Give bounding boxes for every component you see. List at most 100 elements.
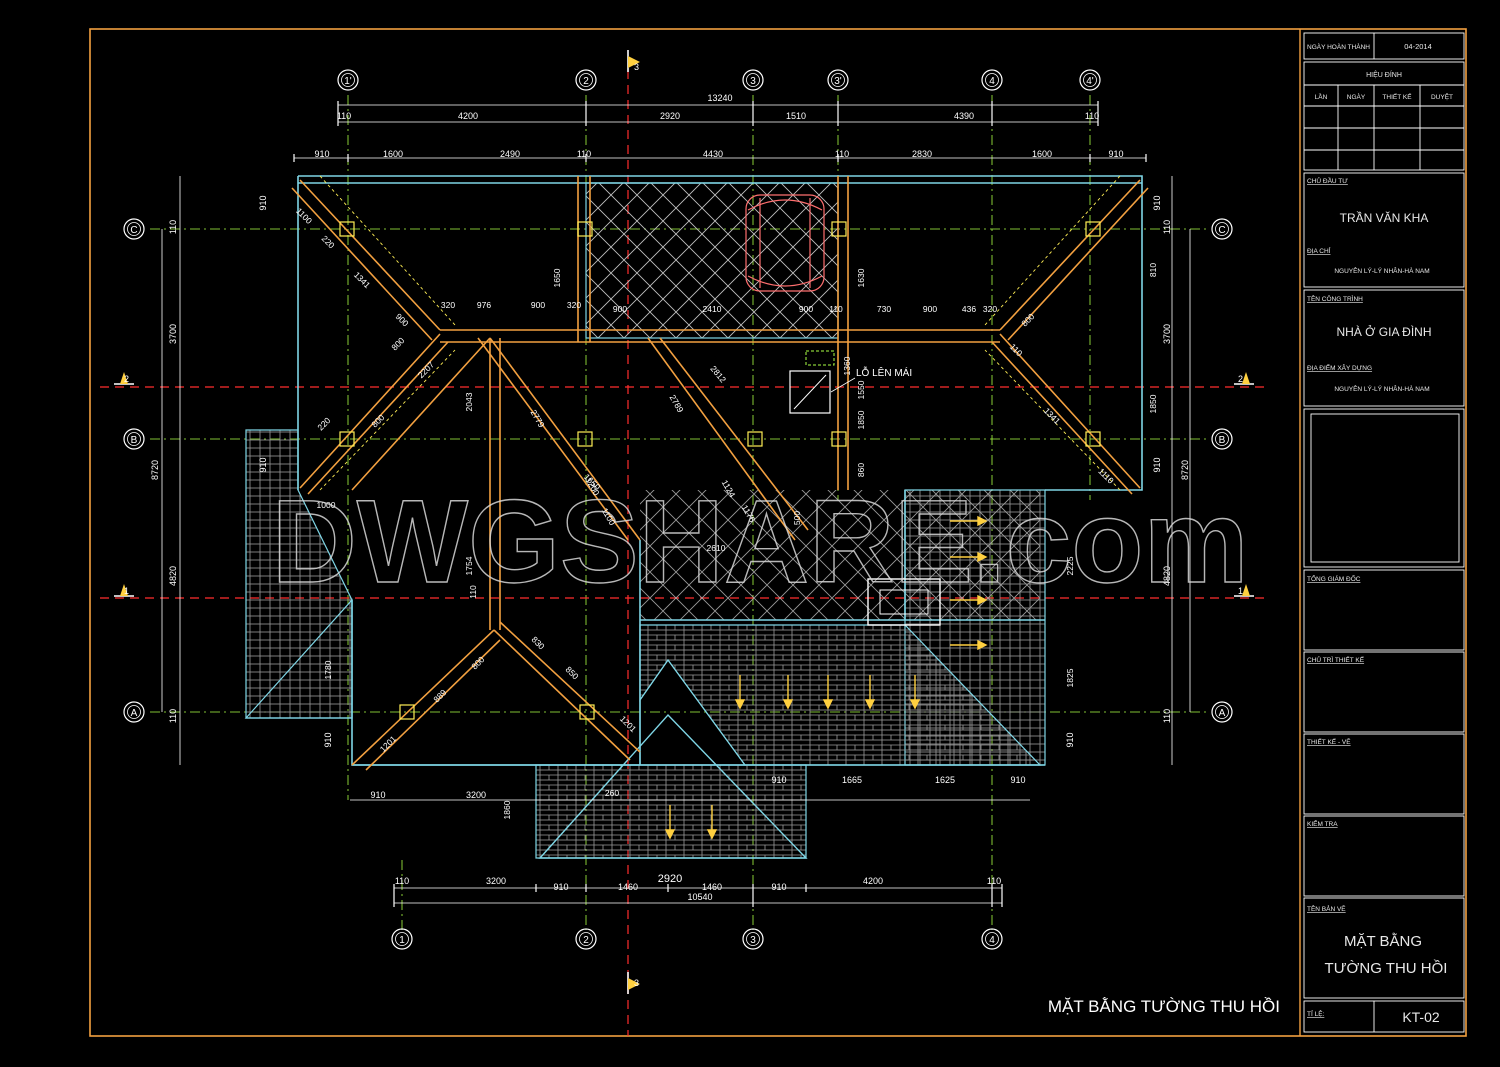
column-nodes bbox=[339, 221, 1101, 720]
project-label: TÊN CÔNG TRÌNH bbox=[1307, 294, 1363, 303]
dim-text: 910 bbox=[370, 790, 385, 800]
dim-interior-text: 220 bbox=[320, 233, 337, 250]
director-label: TỔNG GIÁM ĐỐC bbox=[1307, 573, 1361, 583]
dim-interior-text: 500 bbox=[792, 511, 802, 525]
dim-interior-text: 730 bbox=[877, 304, 891, 314]
dim-text: 2490 bbox=[500, 149, 520, 159]
dim-text: 1460 bbox=[618, 882, 638, 892]
axis-bubble-right: B bbox=[1211, 428, 1233, 450]
axis-label: 3 bbox=[750, 935, 756, 946]
roof-edges-yellow bbox=[319, 175, 1121, 491]
axis-bubble-top: 3 bbox=[742, 69, 764, 91]
completion-label: NGÀY HOÀN THÀNH bbox=[1307, 42, 1370, 51]
dim-text: 4200 bbox=[458, 111, 478, 121]
dim-text: 3700 bbox=[168, 324, 178, 344]
dim-text: 4200 bbox=[863, 876, 883, 886]
dim-interior-text: 800 bbox=[389, 335, 406, 352]
dim-text: 3200 bbox=[486, 876, 506, 886]
axis-label: C bbox=[1218, 225, 1225, 236]
dimension-ticks bbox=[293, 101, 1147, 907]
axis-label: 3 bbox=[750, 76, 756, 87]
dim-interior-text: 220 bbox=[315, 415, 332, 432]
rafters bbox=[291, 176, 1149, 771]
dim-13240: 13240 bbox=[707, 93, 732, 103]
gable-triangle-bottom bbox=[538, 713, 808, 859]
axis-bubble-left: A bbox=[123, 701, 145, 723]
axis-label: 2 bbox=[583, 76, 589, 87]
dim-interior-text: 1630 bbox=[856, 268, 866, 287]
skylight-icon bbox=[745, 194, 825, 292]
dim-text: 3200 bbox=[466, 790, 486, 800]
dim-text: 910 bbox=[314, 149, 329, 159]
dim-interior-text: 320 bbox=[567, 300, 581, 310]
title-block-text: NGÀY HOÀN THÀNH 04-2014 HIỆU ĐÍNH LẦN NG… bbox=[1307, 42, 1453, 1025]
site-label: ĐỊA ĐIỂM XÂY DỰNG bbox=[1307, 363, 1372, 372]
dim-interior-text: 889 bbox=[431, 687, 448, 704]
dim-interior-text: 800 bbox=[469, 654, 486, 671]
roof-access-dashed bbox=[805, 350, 835, 366]
dim-text: 8720 bbox=[1180, 460, 1190, 480]
axis-label: B bbox=[131, 435, 138, 446]
dim-text: 1600 bbox=[383, 149, 403, 159]
axis-label: 4 bbox=[989, 935, 995, 946]
dim-interior-text: 900 bbox=[799, 304, 813, 314]
axis-bubble-left: C bbox=[123, 218, 145, 240]
dim-text: 110 bbox=[1162, 709, 1172, 723]
designer-label: THIẾT KẾ - VẼ bbox=[1307, 736, 1351, 746]
dim-interior-text: 2225 bbox=[1065, 556, 1075, 575]
watermark: DWGSHARE.com bbox=[272, 476, 1249, 608]
dim-top-row1: 110 4200 2920 1510 4390 110 bbox=[337, 111, 1099, 121]
axis-bubble-top: 2 bbox=[575, 69, 597, 91]
section-marker-right-2: 2 bbox=[1234, 372, 1254, 385]
dim-text: 910 bbox=[771, 882, 786, 892]
dim-interior-text: 320 bbox=[983, 304, 997, 314]
axis-bubble-top: 3' bbox=[827, 69, 849, 91]
drawing-title: MẶT BẰNG TƯỜNG THU HỒI bbox=[1048, 997, 1280, 1016]
dim-text: 4820 bbox=[1162, 566, 1172, 586]
dim-left: 8720 3700 4820 8720 3700 4820 910 110 91… bbox=[150, 195, 1190, 747]
dim-text: 110 bbox=[577, 149, 591, 159]
dim-interior-text: 1825 bbox=[1065, 668, 1075, 687]
revision-col-duyet: DUYỆT bbox=[1431, 92, 1453, 101]
dim-text: 910 bbox=[1152, 457, 1162, 472]
checker-label: KIỂM TRA bbox=[1307, 819, 1338, 828]
axis-label: B bbox=[1219, 435, 1226, 446]
axis-bubble-bottom: 4 bbox=[981, 928, 1003, 950]
dim-lower-row: 910 3200 910 1665 1625 910 bbox=[370, 775, 1025, 800]
chimney-box bbox=[867, 578, 941, 626]
dim-interior-text: 1850 bbox=[1148, 394, 1158, 413]
dim-interior-text: 810 bbox=[1148, 263, 1158, 277]
dimension-lines bbox=[161, 104, 1191, 904]
dim-text: 110 bbox=[168, 220, 178, 234]
dim-text: 110 bbox=[168, 709, 178, 723]
diamond-hatch-area bbox=[585, 182, 839, 339]
dim-text: 4430 bbox=[703, 149, 723, 159]
dim-bottom-row1: 110 3200 910 1460 1460 910 4200 110 2920… bbox=[395, 873, 1001, 902]
axis-label: A bbox=[131, 708, 138, 719]
drawing-name-2: TƯỜNG THU HỒI bbox=[1325, 959, 1448, 977]
axis-label: A bbox=[1219, 708, 1226, 719]
dim-interior-text: 860 bbox=[856, 463, 866, 477]
dim-text: 110 bbox=[835, 149, 849, 159]
dim-text: 910 bbox=[323, 732, 333, 747]
axis-bubble-bottom: 3 bbox=[742, 928, 764, 950]
svg-text:3: 3 bbox=[634, 978, 639, 988]
dim-interior-text: 900 bbox=[531, 300, 545, 310]
dim-interior-text: 900 bbox=[923, 304, 937, 314]
dim-text: 1510 bbox=[786, 111, 806, 121]
dim-interior-text: 436 bbox=[962, 304, 976, 314]
section-marker-top: 3 bbox=[627, 50, 640, 72]
dim-top-overall: 13240 bbox=[707, 93, 732, 103]
dim-interior-text: 1650 bbox=[552, 268, 562, 287]
tile-roof-bottom bbox=[535, 764, 807, 859]
dim-2920-bottom: 2920 bbox=[658, 873, 682, 885]
dim-interior-text: 320 bbox=[441, 300, 455, 310]
svg-text:1: 1 bbox=[124, 586, 129, 596]
dim-text: 8720 bbox=[150, 460, 160, 480]
completion-date: 04-2014 bbox=[1404, 42, 1432, 51]
sheet-frame bbox=[89, 28, 1467, 1037]
dim-text: 910 bbox=[1010, 775, 1025, 785]
section-marker-left-2: 2 bbox=[114, 372, 134, 385]
dim-text: 910 bbox=[1065, 732, 1075, 747]
